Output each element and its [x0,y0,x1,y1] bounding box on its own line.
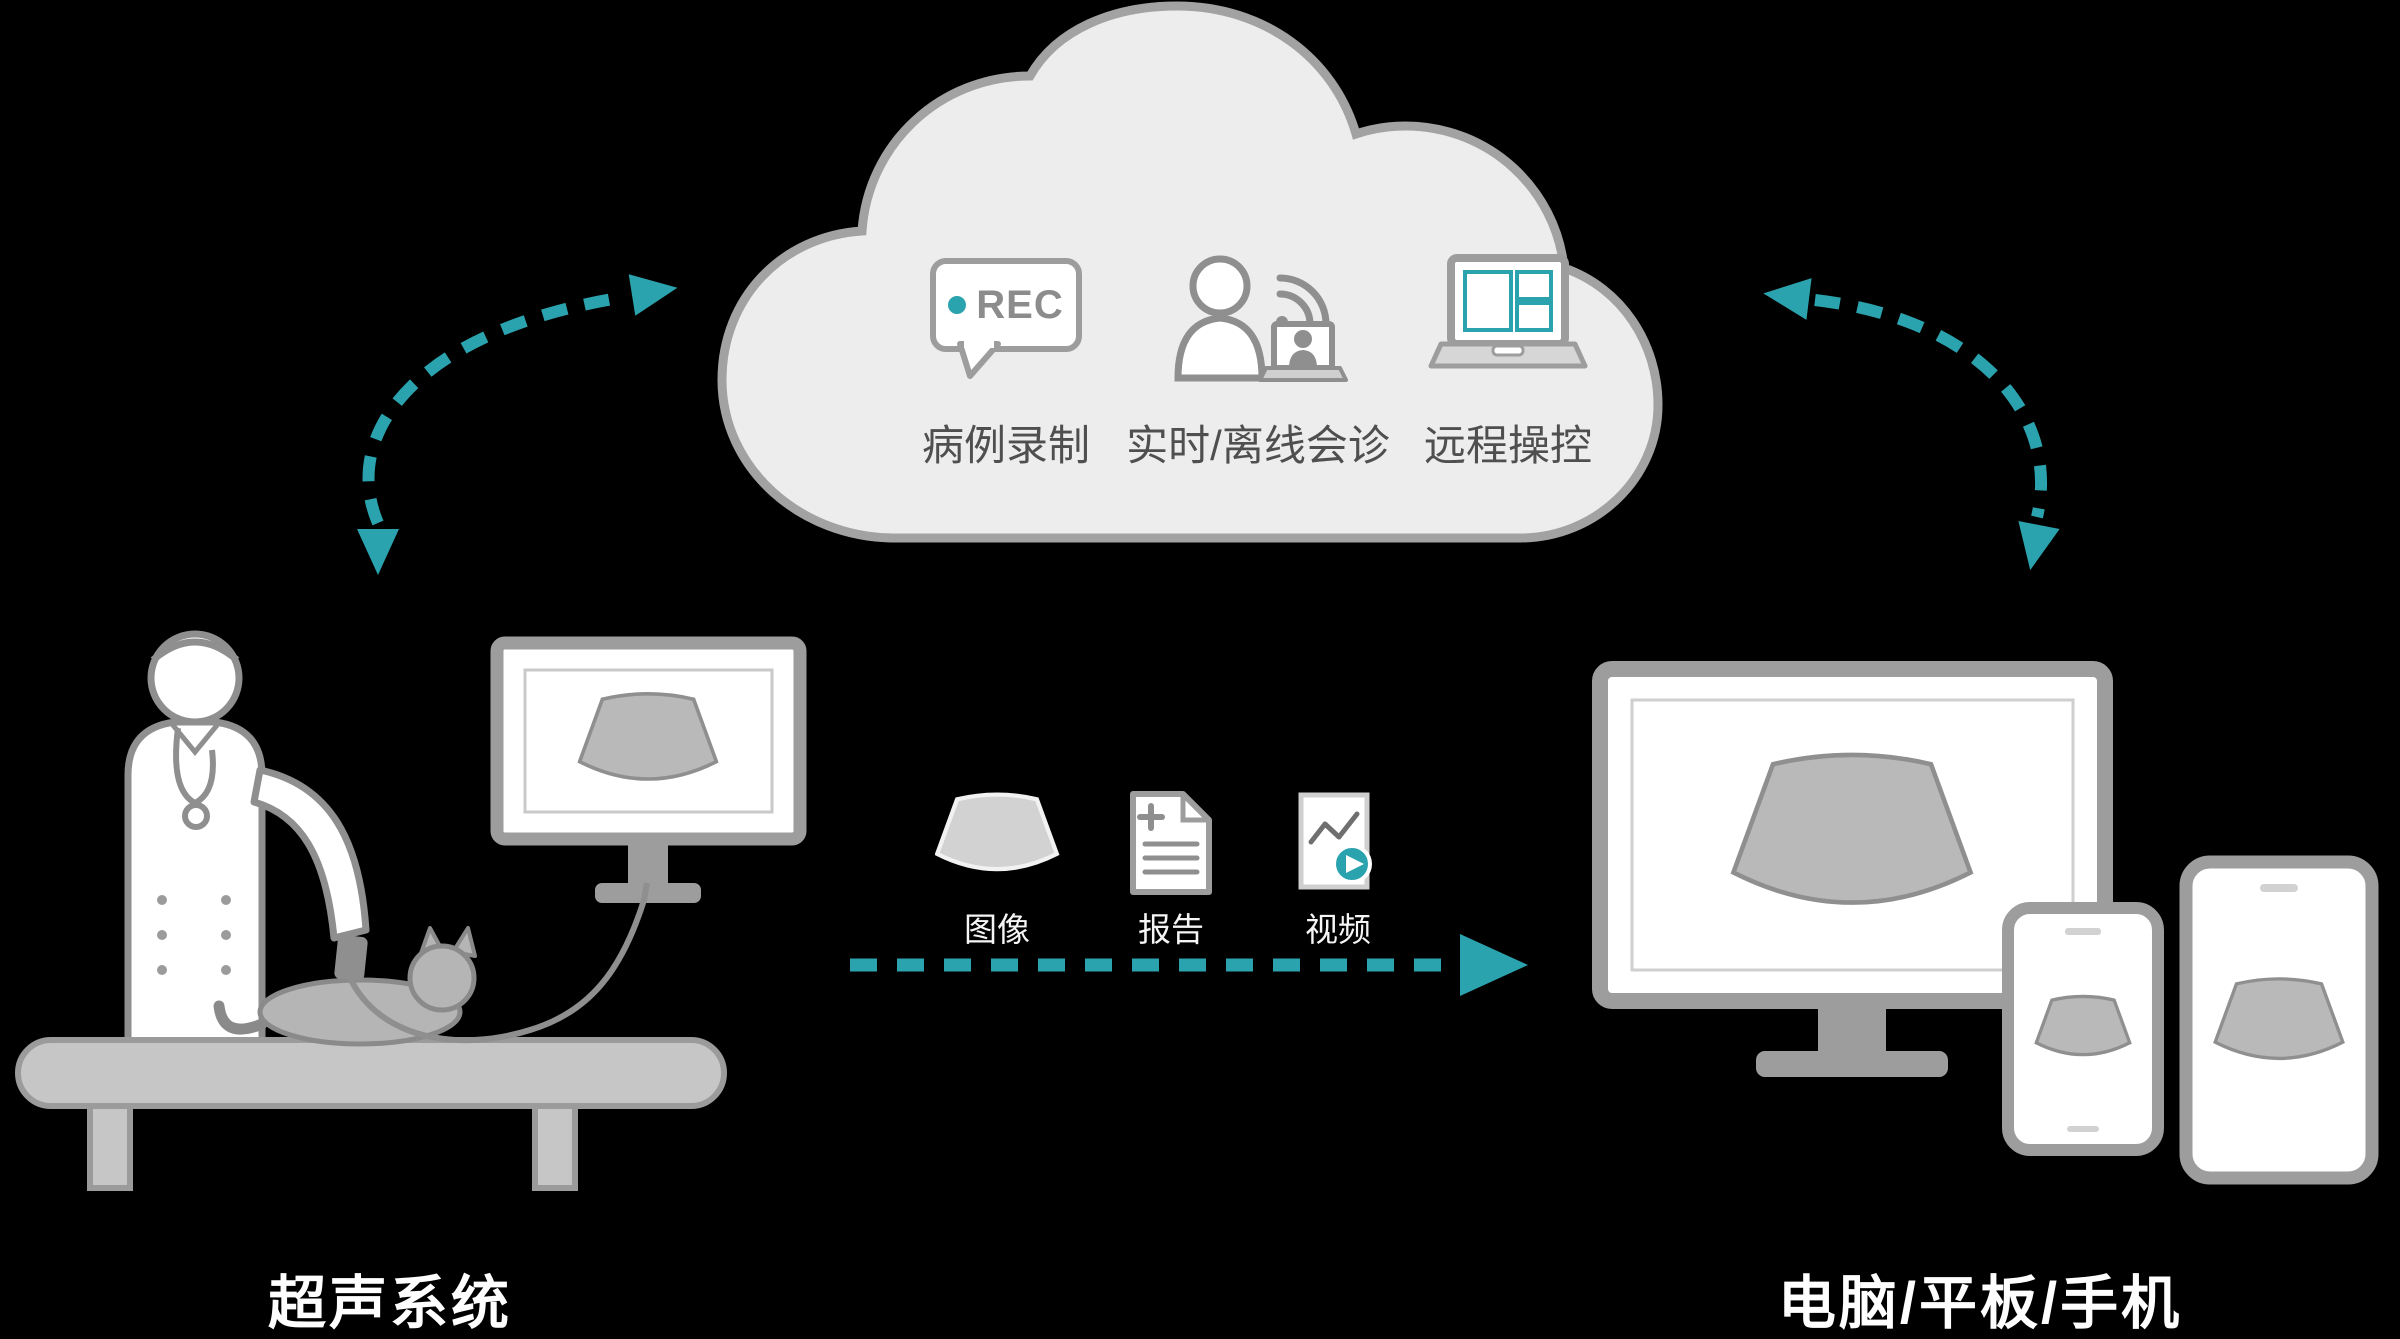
wifi-icon [1276,274,1330,328]
arrowhead-to-ultrasound [357,529,399,575]
cloud-label-case-recording: 病例录制 [921,422,1091,469]
arrowhead-to-devices [2018,520,2060,571]
ultrasound-monitor [490,636,807,903]
exam-table [15,1037,727,1191]
cloud-label-consultation: 实时/离线会诊 [1126,422,1390,469]
rec-badge-text: REC [976,282,1064,327]
ultrasound-system-illustration [15,630,807,1191]
veterinarian [124,630,266,1049]
ultrasound-sector-image [1730,752,1974,905]
tablet [2179,855,2379,1185]
ultrasound-image-icon [935,792,1060,872]
laptop-with-person-icon [1258,321,1348,382]
consultation-icon [1174,255,1348,382]
ultrasound-system-label: 超声系统 [267,1271,513,1336]
scanning-arm [250,766,370,981]
flow-label-video: 视频 [1305,911,1371,948]
rec-dot-icon [948,296,967,314]
cloud-label-remote-control: 远程操控 [1423,422,1593,469]
cloud-outline [717,1,1663,543]
ultrasound-probe [334,935,368,981]
arrowhead-to-cloud [628,274,678,316]
report-document-icon [1130,791,1212,895]
left-sync-arrow [357,274,678,575]
screen-layout-panes [1463,270,1553,332]
ultrasound-sector-image [577,692,719,781]
probe-cable [347,882,650,1044]
stethoscope-icon [173,727,216,830]
right-sync-arrow [1763,278,2060,571]
speech-bubble-tail [957,340,1001,379]
smartphone [2002,902,2164,1156]
devices-label: 电脑/平板/手机 [1777,1271,2183,1336]
ultrasound-sector-image [2213,977,2345,1061]
flow-label-image: 图像 [964,911,1030,948]
flow-label-report: 报告 [1138,911,1204,948]
arrowhead-to-cloud [1763,278,1812,320]
arrowhead-right [1460,934,1528,996]
remote-control-laptop-icon [1428,254,1588,369]
video-play-icon [1298,792,1372,890]
rec-recording-icon: REC [930,258,1082,379]
devices-illustration [1592,661,2379,1185]
plus-icon [1137,803,1165,831]
desktop-monitor [1592,661,2113,1077]
ultrasound-sector-image [2034,994,2132,1057]
data-flow-arrow [850,934,1528,996]
cloud-shape [717,1,1663,543]
